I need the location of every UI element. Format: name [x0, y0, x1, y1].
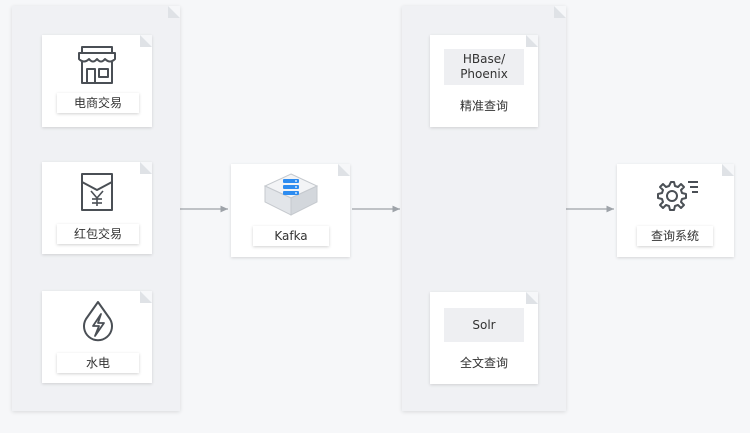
red-envelope-yuan-icon [81, 173, 113, 211]
hbase-card: HBase/ Phoenix 精准查询 [430, 35, 538, 127]
kafka-card: Kafka [231, 164, 350, 257]
server-cube-icon [263, 173, 319, 216]
solr-caption: 全文查询 [459, 356, 508, 370]
ecommerce-label: 电商交易 [57, 93, 139, 113]
redpacket-card: 红包交易 [42, 162, 152, 254]
storefront-icon [78, 46, 116, 84]
query-system-card: 查询系统 [617, 164, 734, 257]
utility-card: 水电 [42, 291, 152, 383]
query-system-label: 查询系统 [637, 226, 713, 246]
solr-card: Solr 全文查询 [430, 292, 538, 384]
hbase-caption: 精准查询 [459, 99, 508, 113]
gear-settings-icon [657, 181, 698, 211]
kafka-label: Kafka [253, 226, 329, 246]
water-electricity-icon [83, 301, 113, 342]
redpacket-label: 红包交易 [57, 224, 139, 244]
hbase-name: HBase/ Phoenix [444, 49, 524, 85]
solr-name: Solr [444, 308, 524, 342]
utility-label: 水电 [57, 353, 139, 373]
ecommerce-card: 电商交易 [42, 35, 152, 127]
